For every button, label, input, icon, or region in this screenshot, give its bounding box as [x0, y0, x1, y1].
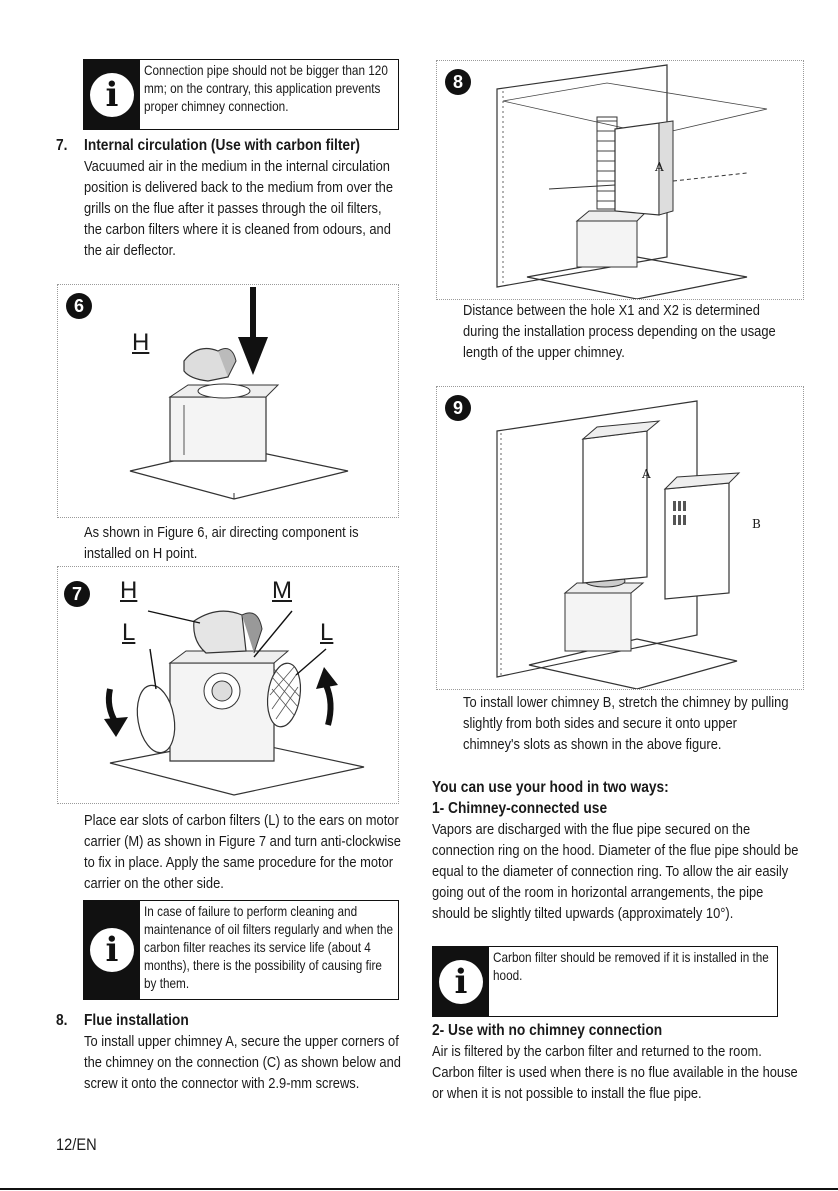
figure-number-badge: 7 [64, 581, 90, 607]
figure-8: 8 A [436, 60, 804, 300]
figure-7-label-h: H [120, 577, 138, 604]
section-number-7: 7. [56, 137, 68, 154]
figure-9-label-b: B [752, 517, 761, 531]
figure-6: 6 H [57, 284, 399, 518]
figure-8-illustration [496, 64, 768, 299]
info-icon: i [433, 947, 489, 1016]
info-icon: i [84, 901, 140, 999]
figure-number-badge: 9 [445, 395, 471, 421]
figure-7-caption: Place ear slots of carbon filters (L) to… [84, 812, 401, 892]
info-note-text: Connection pipe should not be bigger tha… [144, 62, 388, 114]
figure-7-label-l-right: L [320, 619, 334, 646]
usage-2-body: Air is filtered by the carbon filter and… [432, 1043, 798, 1102]
usage-title: You can use your hood in two ways: [432, 779, 669, 796]
usage-1-body: Vapors are discharged with the flue pipe… [432, 821, 799, 922]
figure-9-label-a: A [642, 467, 651, 481]
info-icon: i [84, 60, 140, 129]
bottom-rule [0, 1188, 838, 1190]
figure-8-label-a: A [655, 160, 664, 174]
info-note-text: In case of failure to perform cleaning a… [144, 903, 394, 991]
figure-number-badge: 8 [445, 69, 471, 95]
figure-number-badge: 6 [66, 293, 92, 319]
figure-7: 7 H M L L [57, 566, 399, 804]
figure-6-label-h: H [132, 329, 150, 356]
section-number-8: 8. [56, 1012, 68, 1029]
figure-7-label-m: M [272, 577, 292, 604]
figure-8-caption: Distance between the hole X1 and X2 is d… [463, 302, 776, 361]
figure-9: 9 A B [436, 386, 804, 690]
figure-6-illustration [129, 287, 349, 500]
info-note-pipe-size: i Connection pipe should not be bigger t… [83, 59, 399, 130]
figure-7-label-l-left: L [122, 619, 136, 646]
section-body-internal-circulation: Vacuumed air in the medium in the intern… [84, 158, 394, 259]
page-number: 12/EN [56, 1135, 97, 1154]
usage-1-title: 1- Chimney-connected use [432, 800, 608, 817]
info-note-text: Carbon filter should be removed if it is… [493, 949, 769, 983]
figure-9-caption: To install lower chimney B, stretch the … [463, 694, 789, 753]
filter-mesh [269, 666, 301, 720]
section-title-internal-circulation: Internal circulation (Use with carbon fi… [84, 137, 361, 154]
info-note-carbon-filter: i Carbon filter should be removed if it … [432, 946, 778, 1017]
figure-6-caption: As shown in Figure 6, air directing comp… [84, 524, 359, 562]
usage-2-title: 2- Use with no chimney connection [432, 1022, 663, 1039]
figure-9-illustration [496, 400, 741, 689]
info-note-fire-risk: i In case of failure to perform cleaning… [83, 900, 399, 1000]
figure-7-illustration [104, 610, 365, 796]
section-title-flue-installation: Flue installation [84, 1012, 189, 1029]
section-body-flue-installation: To install upper chimney A, secure the u… [84, 1033, 401, 1092]
